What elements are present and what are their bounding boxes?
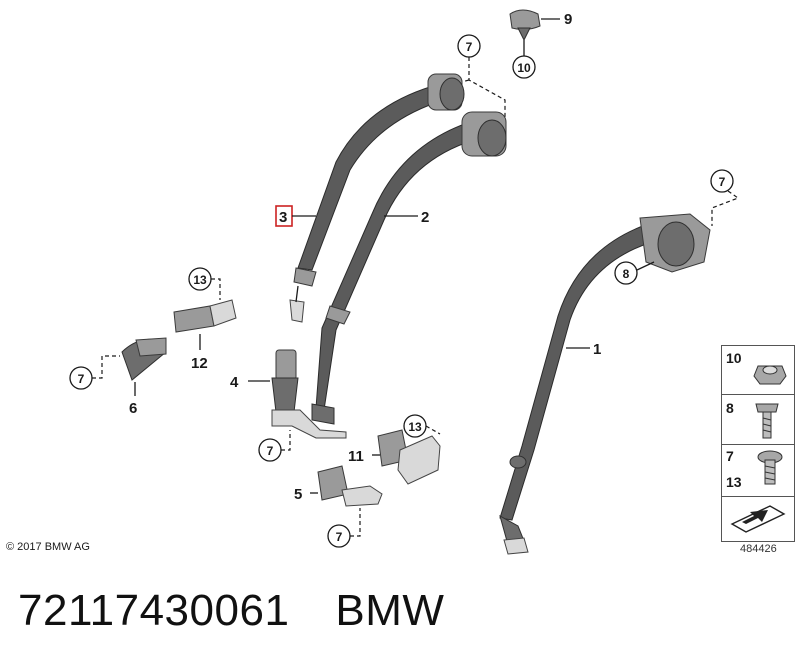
circle-callout-7-mid: 7 — [258, 430, 291, 462]
svg-text:13: 13 — [408, 420, 422, 434]
circle-callout-7-top: 7 — [447, 34, 506, 118]
callout-3: 3 — [279, 209, 287, 226]
screw-icon — [757, 450, 783, 485]
callout-11: 11 — [348, 448, 364, 465]
callout-6: 6 — [129, 400, 137, 417]
circle-callout-7-bottom: 7 — [327, 508, 361, 548]
bolt-icon — [755, 403, 779, 439]
callout-12: 12 — [191, 355, 208, 372]
part-2-belt: 2 — [311, 111, 507, 425]
circle-callout-8: 8 — [614, 261, 655, 285]
callout-5: 5 — [294, 486, 302, 503]
nut-icon — [753, 365, 787, 385]
svg-text:7: 7 — [336, 530, 343, 544]
circle-callout-10-top: 10 — [512, 40, 536, 79]
part-12-buckle: 12 — [173, 299, 237, 372]
brand-name: BMW — [335, 586, 445, 635]
part-number: 72117430061 — [18, 586, 290, 635]
circle-callout-7-left: 7 — [69, 355, 120, 390]
legend-row-7-13: 7 13 — [722, 444, 794, 497]
svg-text:10: 10 — [517, 61, 531, 75]
part-9-cap: 9 — [509, 9, 572, 42]
svg-text:13: 13 — [193, 273, 207, 287]
legend-row-8: 8 — [722, 394, 794, 445]
svg-text:7: 7 — [719, 175, 726, 189]
legend-row-arrow — [722, 496, 794, 540]
legend-row-10: 10 — [722, 346, 794, 395]
callout-4: 4 — [230, 374, 239, 391]
part-3-belt — [289, 73, 465, 323]
assembly-arrow-icon — [730, 505, 786, 533]
copyright-notice: © 2017 BMW AG — [6, 541, 90, 553]
callout-9: 9 — [564, 11, 572, 28]
callout-3-highlighted: 3 — [275, 205, 316, 227]
part-11-buckle: 11 — [348, 429, 441, 485]
part-caption: 72117430061 BMW — [18, 586, 444, 636]
svg-text:8: 8 — [623, 267, 630, 281]
circle-callout-13-left: 13 — [188, 267, 221, 300]
part-5-buckle: 5 — [294, 465, 383, 507]
circle-callout-7-right: 7 — [710, 169, 740, 226]
svg-text:7: 7 — [466, 40, 473, 54]
svg-text:7: 7 — [267, 444, 274, 458]
part-4-buckle: 4 — [230, 349, 347, 439]
part-6-buckle: 6 — [121, 337, 167, 417]
svg-text:7: 7 — [78, 372, 85, 386]
circle-callout-13-right: 13 — [403, 414, 441, 438]
callout-1: 1 — [593, 341, 601, 358]
part-1-belt: 1 — [499, 213, 711, 555]
illustration-reference-number: 484426 — [740, 543, 777, 555]
fastener-legend: 10 8 7 13 — [721, 345, 795, 542]
callout-2: 2 — [421, 209, 429, 226]
